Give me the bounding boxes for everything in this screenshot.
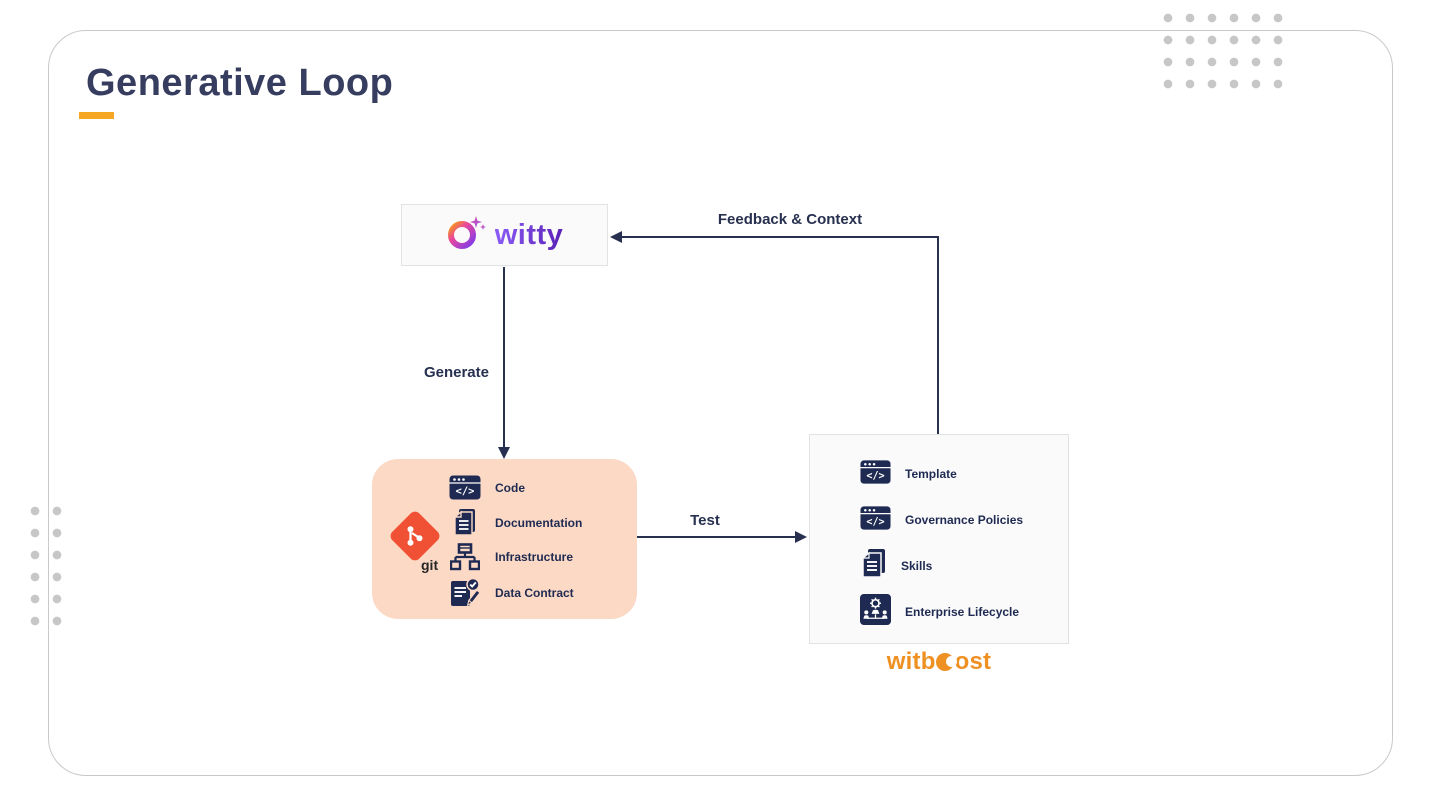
git-logo-icon (388, 509, 442, 563)
list-item: Documentation (448, 508, 582, 537)
org-chart-icon (448, 543, 482, 571)
svg-text:</>: </> (866, 470, 884, 481)
list-item: Skills (860, 543, 1068, 589)
decorative-dots-top-right (1157, 7, 1289, 95)
list-item: Infrastructure (448, 543, 573, 571)
feedback-arrow-vline (937, 237, 939, 434)
documents-stack-icon (860, 548, 887, 584)
list-item-label: Data Contract (495, 585, 574, 600)
list-item-label: Documentation (495, 515, 583, 530)
svg-text:</>: </> (866, 516, 884, 527)
list-item: </> Code (448, 475, 525, 500)
git-logo: git (388, 509, 454, 575)
code-window-icon: </> (448, 475, 482, 500)
witty-wordmark: witty (494, 218, 564, 251)
witboost-o-icon (936, 653, 958, 671)
list-item-label: Infrastructure (495, 550, 574, 564)
slide-frame (48, 30, 1393, 776)
witty-logo-icon (446, 214, 488, 257)
feedback-arrow-hline (621, 236, 939, 238)
generate-arrow-label: Generate (423, 364, 489, 381)
generate-arrow-line (503, 267, 505, 449)
feedback-arrow-label: Feedback & Context (717, 211, 863, 228)
list-item-label: Template (905, 467, 957, 481)
contract-pen-icon (448, 577, 482, 608)
list-item: </> Governance Policies (860, 497, 1068, 543)
witty-node: witty (401, 204, 608, 266)
svg-text:</>: </> (456, 486, 475, 498)
witboost-node: </> Template </> Governance Policies (809, 434, 1069, 644)
git-logo-label: git (421, 557, 439, 573)
test-arrow-line (637, 536, 797, 538)
list-item-label: Code (495, 480, 525, 495)
witboost-wordmark-part1: witb (886, 648, 936, 675)
team-hierarchy-icon (860, 594, 891, 630)
document-icon (448, 508, 482, 537)
title-accent-bar (79, 112, 114, 119)
feedback-arrowhead (610, 231, 622, 243)
test-arrowhead (795, 531, 807, 543)
test-arrow-label: Test (690, 512, 720, 529)
list-item: Enterprise Lifecycle (860, 589, 1068, 635)
list-item-label: Enterprise Lifecycle (905, 605, 1020, 619)
list-item: </> Template (860, 451, 1068, 497)
code-window-icon: </> (860, 505, 891, 536)
list-item-label: Skills (901, 559, 933, 573)
list-item-label: Governance Policies (905, 513, 1024, 527)
witboost-wordmark-part2: ost (954, 648, 992, 675)
code-window-icon: </> (860, 459, 891, 490)
page-title: Generative Loop (86, 62, 394, 104)
generate-arrowhead (498, 447, 510, 459)
list-item: Data Contract (448, 577, 574, 608)
decorative-dots-left (24, 500, 68, 632)
git-node: git </> Code (372, 459, 637, 619)
